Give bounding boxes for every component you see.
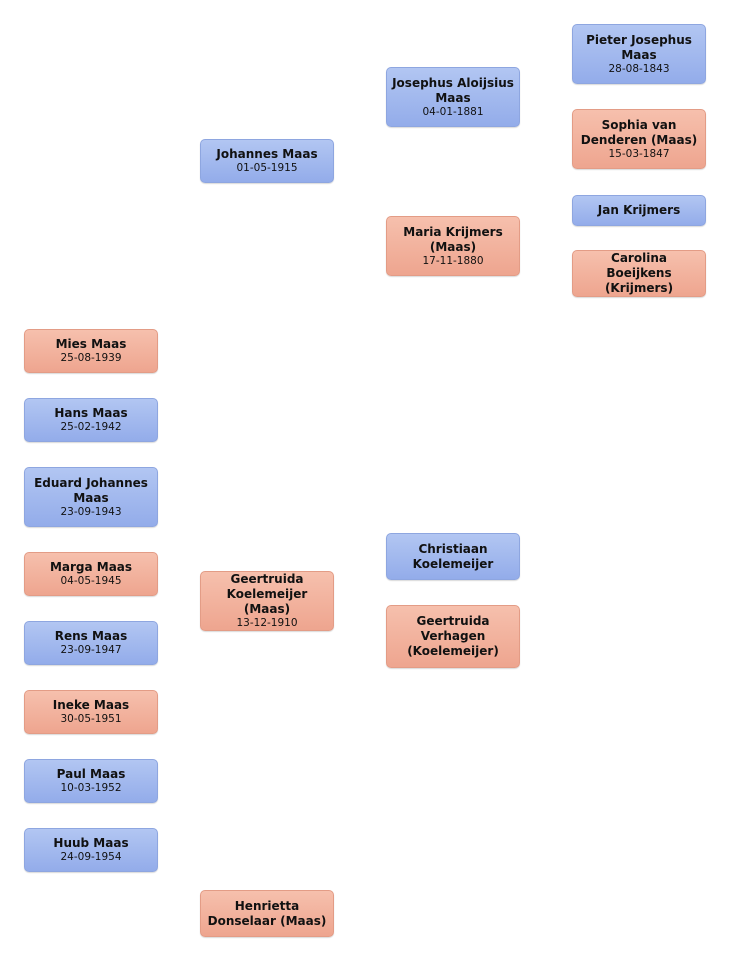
person-card-paul-maas[interactable]: Paul Maas 10-03-1952 (24, 759, 158, 803)
person-name: Hans Maas (54, 406, 128, 420)
person-date: 01-05-1915 (236, 162, 298, 174)
person-date: 28-08-1843 (608, 62, 670, 75)
person-name: Henrietta Donselaar (Maas) (207, 898, 327, 928)
person-name: Sophia van Denderen (Maas) (580, 117, 698, 147)
person-name: Jan Krijmers (597, 203, 681, 217)
person-card-sophia-van-denderen[interactable]: Sophia van Denderen (Maas) 15-03-1847 (572, 109, 706, 169)
person-name: Eduard Johannes Maas (34, 475, 148, 505)
person-name: Rens Maas (54, 629, 128, 643)
person-name: Geertruida Verhagen (Koelemeijer) (407, 614, 499, 658)
person-date: 13-12-1910 (236, 617, 298, 629)
person-name: Johannes Maas (216, 147, 318, 161)
person-name: Maria Krijmers (Maas) (403, 224, 503, 254)
person-card-ineke-maas[interactable]: Ineke Maas 30-05-1951 (24, 690, 158, 734)
person-name: Paul Maas (56, 767, 126, 781)
person-name: Carolina Boeijkens (Krijmers) (604, 251, 674, 295)
person-date: 25-02-1942 (60, 421, 122, 433)
person-card-geertruida-verhagen[interactable]: Geertruida Verhagen (Koelemeijer) (386, 605, 520, 668)
person-date: 23-09-1947 (60, 644, 122, 656)
person-card-josephus-aloijsius-maas[interactable]: Josephus Aloijsius Maas 04-01-1881 (386, 67, 520, 127)
person-date: 17-11-1880 (422, 254, 484, 267)
person-name: Huub Maas (53, 836, 129, 850)
person-card-pieter-josephus-maas[interactable]: Pieter Josephus Maas 28-08-1843 (572, 24, 706, 84)
person-card-christiaan-koelemeijer[interactable]: Christiaan Koelemeijer (386, 533, 520, 580)
person-card-rens-maas[interactable]: Rens Maas 23-09-1947 (24, 621, 158, 665)
person-card-maria-krijmers[interactable]: Maria Krijmers (Maas) 17-11-1880 (386, 216, 520, 276)
person-date: 04-01-1881 (422, 105, 484, 118)
person-card-eduard-johannes-maas[interactable]: Eduard Johannes Maas 23-09-1943 (24, 467, 158, 527)
person-card-huub-maas[interactable]: Huub Maas 24-09-1954 (24, 828, 158, 872)
person-name: Christiaan Koelemeijer (412, 541, 494, 571)
person-name: Marga Maas (49, 560, 133, 574)
person-date: 04-05-1945 (60, 575, 122, 587)
person-card-geertruida-koelemeijer[interactable]: Geertruida Koelemeijer (Maas) 13-12-1910 (200, 571, 334, 631)
person-card-carolina-boeijkens[interactable]: Carolina Boeijkens (Krijmers) (572, 250, 706, 297)
person-date: 30-05-1951 (60, 713, 122, 725)
person-date: 15-03-1847 (608, 147, 670, 160)
person-card-hans-maas[interactable]: Hans Maas 25-02-1942 (24, 398, 158, 442)
person-card-jan-krijmers[interactable]: Jan Krijmers (572, 195, 706, 226)
person-card-henrietta-donselaar[interactable]: Henrietta Donselaar (Maas) (200, 890, 334, 937)
person-card-johannes-maas[interactable]: Johannes Maas 01-05-1915 (200, 139, 334, 183)
person-card-marga-maas[interactable]: Marga Maas 04-05-1945 (24, 552, 158, 596)
person-name: Pieter Josephus Maas (586, 32, 692, 62)
person-name: Geertruida Koelemeijer (Maas) (226, 572, 308, 616)
person-date: 23-09-1943 (60, 505, 122, 518)
person-name: Mies Maas (55, 337, 127, 351)
person-date: 10-03-1952 (60, 782, 122, 794)
person-name: Ineke Maas (52, 698, 130, 712)
person-date: 25-08-1939 (60, 352, 122, 364)
person-date: 24-09-1954 (60, 851, 122, 863)
person-name: Josephus Aloijsius Maas (392, 75, 514, 105)
person-card-mies-maas[interactable]: Mies Maas 25-08-1939 (24, 329, 158, 373)
